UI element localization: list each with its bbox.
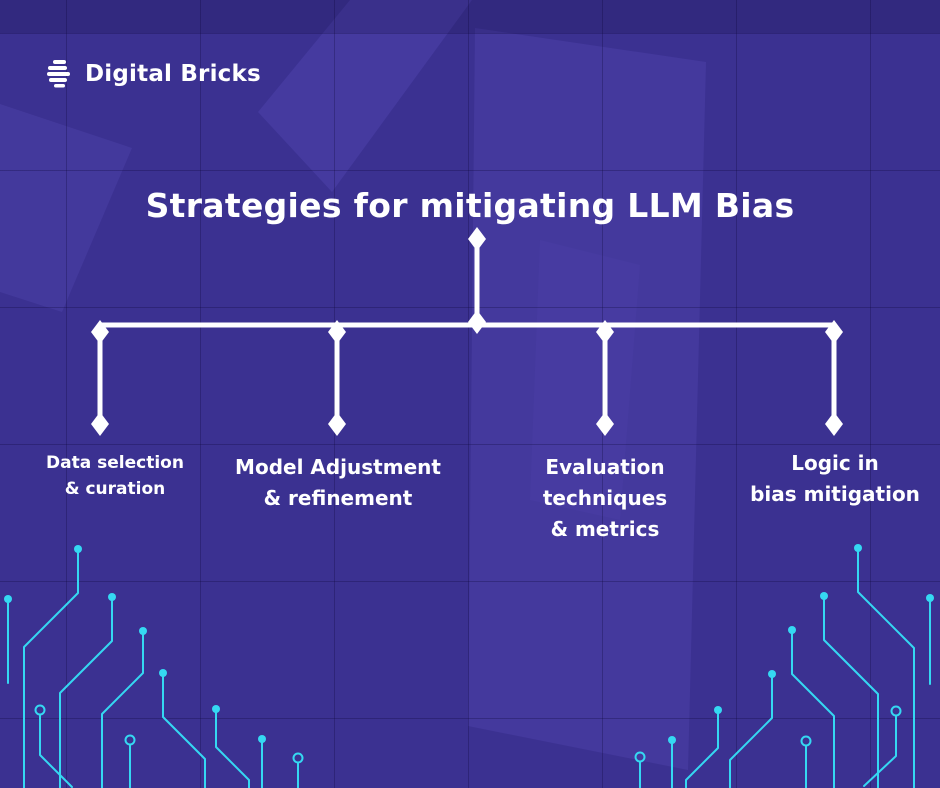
diamond-branch3-bottom — [596, 412, 614, 436]
diamond-branch4-bottom — [825, 412, 843, 436]
digital-bricks-logo-icon — [47, 60, 70, 88]
branch-label-evaluation-techniques: Evaluation techniques & metrics — [542, 455, 668, 541]
brand-header: Digital Bricks — [44, 58, 261, 89]
diamond-branch1-top — [91, 320, 109, 344]
diamond-nodes — [91, 227, 843, 436]
diamond-branch1-bottom — [91, 412, 109, 436]
branch-label-data-selection: Data selection & curation — [46, 453, 184, 500]
diamond-branch3-top — [596, 320, 614, 344]
branch-label-model-adjustment: Model Adjustment & refinement — [235, 455, 441, 510]
diagram-title: Strategies for mitigating LLM Bias — [145, 186, 795, 225]
circuit-decoration-left — [4, 545, 304, 788]
diamond-stem-top — [468, 227, 486, 251]
diamond-branch2-bottom — [328, 412, 346, 436]
branch-label-logic-bias-mitigation: Logic in bias mitigation — [750, 451, 920, 506]
top-band — [0, 0, 940, 33]
circuit-decoration-right — [634, 544, 934, 788]
brand-name: Digital Bricks — [85, 60, 261, 87]
diamond-branch4-top — [825, 320, 843, 344]
diamond-center — [468, 310, 486, 334]
diamond-branch2-top — [328, 320, 346, 344]
